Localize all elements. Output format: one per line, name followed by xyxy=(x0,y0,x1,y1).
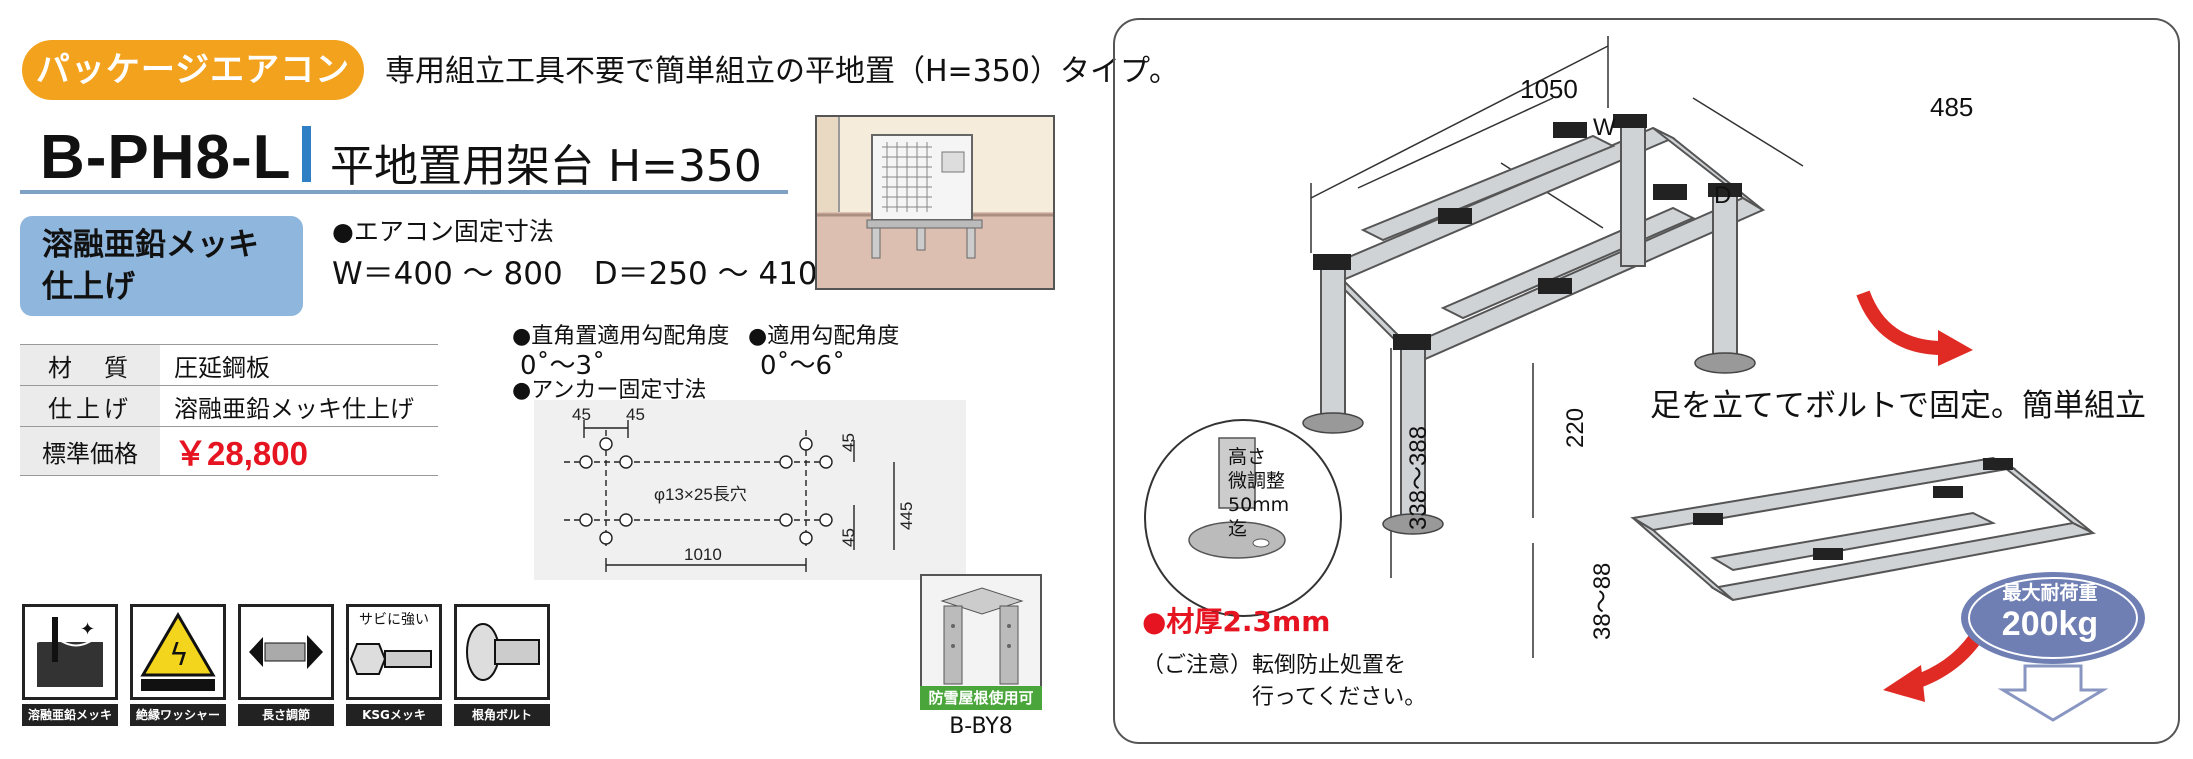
dim-d: D xyxy=(1714,182,1732,209)
slope-value: 0˚～6˚ xyxy=(760,351,846,381)
fix-dims-values: W＝400 ～ 800 D＝250 ～ 410 xyxy=(332,256,818,292)
model-separator xyxy=(302,126,311,182)
right-angle-heading: ●直角置適用勾配角度 xyxy=(512,324,730,349)
finish-line-2: 仕上げ xyxy=(42,269,135,305)
assembly-note: 足を立ててボルトで固定。簡単組立 xyxy=(1650,388,2146,424)
anchor-hole-label: φ13×25長穴 xyxy=(654,485,747,504)
anchor-heading: ●アンカー固定寸法 xyxy=(512,378,707,403)
dim-338-388: 338～388 xyxy=(1405,425,1432,530)
insulated-washer-icon-label: 絶縁ワッシャー xyxy=(130,704,226,726)
spec-price-value: ￥28,800 xyxy=(160,426,438,476)
spec-finish-label: 仕上げ xyxy=(20,385,160,427)
dim-485: 485 xyxy=(1930,92,1974,122)
bracket-illustration xyxy=(920,574,1042,704)
dim-220: 220 xyxy=(1562,407,1589,448)
height-adjust-line-2: 微調整 xyxy=(1228,470,1286,492)
spec-material-label: 材 質 xyxy=(20,344,160,386)
product-diagram-panel xyxy=(1113,18,2180,744)
max-load-label: 最大耐荷重 xyxy=(2002,582,2098,604)
square-neck-bolt-icon-label: 根角ボルト xyxy=(454,704,550,726)
frame-drawing xyxy=(1144,36,2145,722)
caution-line-1: （ご注意）転倒防止処置を xyxy=(1142,653,1407,678)
category-badge: パッケージエアコン xyxy=(22,40,364,100)
bracket-name: B-BY8 xyxy=(949,714,1013,739)
model-code: B-PH8-L xyxy=(40,123,292,192)
anchor-dim-45-b: 45 xyxy=(626,405,645,424)
right-angle-value: 0˚～3˚ xyxy=(520,351,606,381)
dim-38-88: 38～88 xyxy=(1589,562,1616,640)
anchor-dim-1010: 1010 xyxy=(684,545,722,564)
galvanized-icon-label: 溶融亜鉛メッキ xyxy=(22,704,118,726)
anchor-dim-45-a: 45 xyxy=(572,405,591,424)
spec-row-price: 標準価格 ￥28,800 xyxy=(20,426,438,476)
fix-dims-heading: ●エアコン固定寸法 xyxy=(332,217,554,246)
ksg-plating-icon-label: KSGメッキ xyxy=(346,704,442,726)
spec-table: 材 質 圧延鋼板 仕上げ 溶融亜鉛メッキ仕上げ 標準価格 ￥28,800 xyxy=(20,344,438,476)
caution-line-2: 行ってください。 xyxy=(1142,685,1427,710)
finish-box: 溶融亜鉛メッキ 仕上げ xyxy=(20,216,303,316)
tagline: 専用組立工具不要で簡単組立の平地置（H=350）タイプ。 xyxy=(385,54,1180,89)
length-adjust-icon xyxy=(238,604,334,700)
anchor-dim-45-d: 45 xyxy=(839,528,858,547)
dim-w: W xyxy=(1593,114,1616,141)
installation-illustration xyxy=(815,115,1055,290)
anchor-diagram: 45 45 45 45 445 1010 φ13×25長穴 xyxy=(534,400,966,580)
spec-row-finish: 仕上げ 溶融亜鉛メッキ仕上げ xyxy=(20,385,438,427)
insulated-washer-icon: ϟ xyxy=(130,604,226,700)
title-underline xyxy=(20,190,788,194)
spec-row-material: 材 質 圧延鋼板 xyxy=(20,344,438,386)
height-adjust-line-4: 迄 xyxy=(1228,518,1248,540)
svg-text:✦: ✦ xyxy=(80,619,95,640)
svg-text:ϟ: ϟ xyxy=(169,638,189,673)
max-load-badge: 最大耐荷重 200kg xyxy=(1980,578,2120,644)
model-title: 平地置用架台 H=350 xyxy=(330,141,762,192)
bracket-tag: 防雪屋根使用可 xyxy=(920,686,1042,710)
caution-note: （ご注意）転倒防止処置を 行ってください。 xyxy=(1142,650,1426,714)
spec-finish-value: 溶融亜鉛メッキ仕上げ xyxy=(160,385,438,427)
galvanized-icon: ✦ xyxy=(22,604,118,700)
material-thickness: ●材厚2.3mm xyxy=(1142,605,1331,638)
finish-line-1: 溶融亜鉛メッキ xyxy=(42,227,259,263)
height-adjust-note: 高さ 微調整 50mm 迄 xyxy=(1228,445,1289,541)
ksg-top-text: サビに強い xyxy=(359,612,429,628)
length-adjust-icon-label: 長さ調節 xyxy=(238,704,334,726)
height-adjust-line-1: 高さ xyxy=(1228,446,1267,468)
spec-price-label: 標準価格 xyxy=(20,426,160,476)
height-adjust-line-3: 50mm xyxy=(1228,494,1290,516)
dim-1050: 1050 xyxy=(1520,74,1578,104)
ksg-plating-icon: サビに強い xyxy=(346,604,442,700)
anchor-dim-45-c: 45 xyxy=(839,433,858,452)
square-neck-bolt-icon xyxy=(454,604,550,700)
max-load-value: 200kg xyxy=(2001,605,2099,643)
slope-heading: ●適用勾配角度 xyxy=(748,324,900,349)
spec-material-value: 圧延鋼板 xyxy=(160,344,438,386)
anchor-dim-445: 445 xyxy=(897,502,916,530)
